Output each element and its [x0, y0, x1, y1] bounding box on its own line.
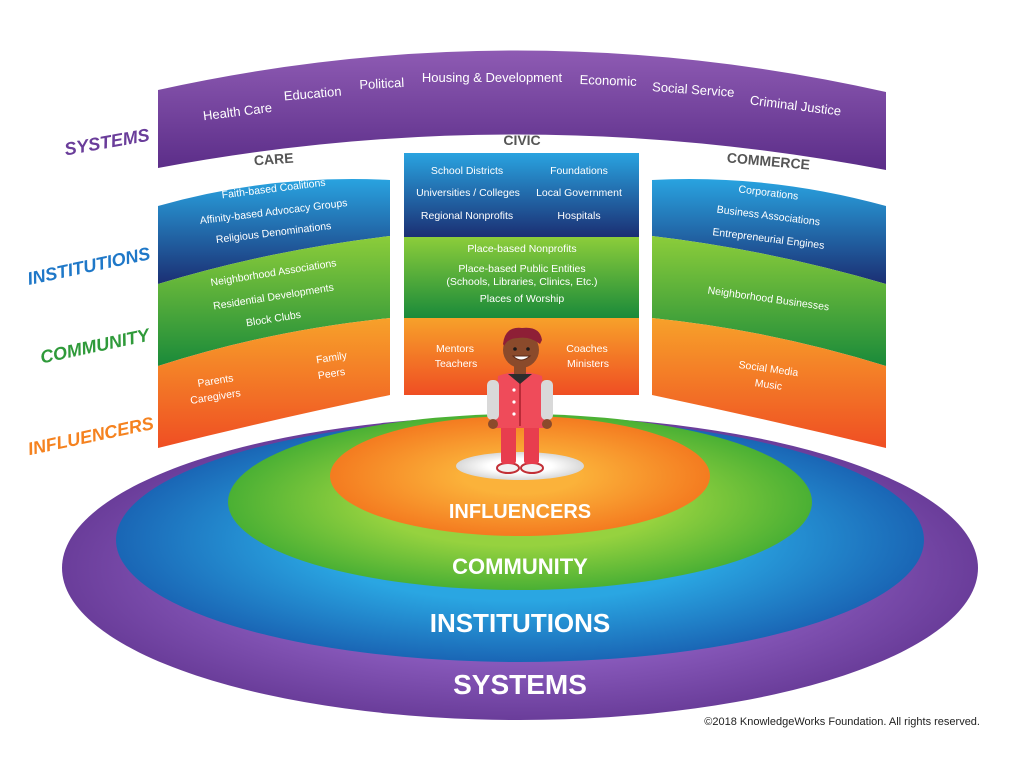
- commerce-influencers-band: [652, 318, 886, 448]
- systems-item: Economic: [579, 72, 637, 89]
- systems-item: Social Service: [652, 79, 735, 100]
- side-label-influencers: INFLUENCERS: [26, 413, 155, 459]
- hand-right: [542, 419, 552, 429]
- eye-left: [513, 347, 517, 351]
- concentric-rings: INFLUENCERS COMMUNITY INSTITUTIONS SYSTE…: [62, 414, 978, 720]
- ring-label-institutions: INSTITUTIONS: [430, 608, 611, 638]
- sleeve-right: [541, 380, 553, 420]
- civic-institution-item: Foundations: [550, 165, 608, 177]
- smile: [511, 355, 532, 361]
- civic-institution-item: Local Government: [536, 187, 622, 199]
- civic-institution-item: School Districts: [431, 165, 503, 177]
- ring-label-community: COMMUNITY: [452, 554, 588, 579]
- care-title: CARE: [253, 150, 294, 169]
- systems-item: Political: [359, 75, 405, 92]
- systems-item: Education: [283, 84, 342, 104]
- ring-label-systems: SYSTEMS: [453, 669, 587, 700]
- hair: [503, 327, 542, 346]
- side-label-community: COMMUNITY: [38, 324, 153, 367]
- civic-community-item: Places of Worship: [480, 293, 565, 305]
- copyright-notice: ©2018 KnowledgeWorks Foundation. All rig…: [704, 716, 980, 728]
- civic-influencer-item: Teachers: [435, 358, 478, 370]
- civic-institutions-band: [404, 153, 639, 237]
- commerce-influencer-item: Music: [754, 377, 783, 393]
- commerce-title: COMMERCE: [726, 149, 810, 172]
- systems-banner-shape: [158, 50, 886, 170]
- jacket-button: [512, 388, 516, 392]
- jacket-button: [512, 400, 516, 404]
- side-label-systems: SYSTEMS: [63, 125, 151, 160]
- systems-item: Housing & Development: [422, 70, 563, 85]
- civic-title: CIVIC: [503, 132, 540, 148]
- commerce-institutions-band: [652, 179, 886, 284]
- civic-influencer-item: Coaches: [566, 343, 607, 355]
- student-figure: [487, 327, 553, 474]
- care-influencer-item: Peers: [317, 366, 346, 382]
- care-column: CARE Faith-based Coalitions Affinity-bas…: [158, 150, 390, 448]
- civic-community-item: (Schools, Libraries, Clinics, Etc.): [446, 276, 597, 288]
- systems-banner: Health Care Education Political Housing …: [158, 50, 886, 170]
- civic-community-item: Place-based Nonprofits: [467, 243, 576, 255]
- commerce-column: COMMERCE Corporations Business Associati…: [652, 149, 886, 448]
- center-platform: [456, 452, 584, 480]
- civic-influencer-item: Mentors: [436, 343, 474, 355]
- collar: [508, 374, 532, 384]
- shoe-left: [496, 462, 520, 474]
- civic-institution-item: Regional Nonprofits: [421, 210, 513, 222]
- sleeve-left: [487, 380, 499, 420]
- care-influencer-item: Family: [315, 350, 348, 367]
- care-institutions-band: [158, 179, 390, 284]
- head: [503, 332, 539, 368]
- eye-right: [526, 347, 530, 351]
- civic-community-item: Place-based Public Entities: [458, 263, 585, 275]
- leg-left: [501, 420, 516, 464]
- commerce-community-band: [652, 236, 886, 366]
- care-community-band: [158, 236, 390, 366]
- hand-left: [488, 419, 498, 429]
- side-labels: SYSTEMS INSTITUTIONS COMMUNITY INFLUENCE…: [26, 125, 156, 459]
- side-label-institutions: INSTITUTIONS: [26, 243, 152, 289]
- civic-influencer-item: Ministers: [567, 358, 609, 370]
- civic-institution-item: Hospitals: [557, 210, 600, 222]
- care-influencers-band: [158, 318, 390, 448]
- civic-community-band: [404, 237, 639, 318]
- shoe-right: [520, 462, 544, 474]
- jacket-button: [512, 412, 516, 416]
- civic-institution-item: Universities / Colleges: [416, 187, 520, 199]
- ring-label-influencers: INFLUENCERS: [449, 501, 591, 523]
- leg-right: [524, 420, 539, 464]
- care-influencer-item: Parents: [197, 372, 235, 390]
